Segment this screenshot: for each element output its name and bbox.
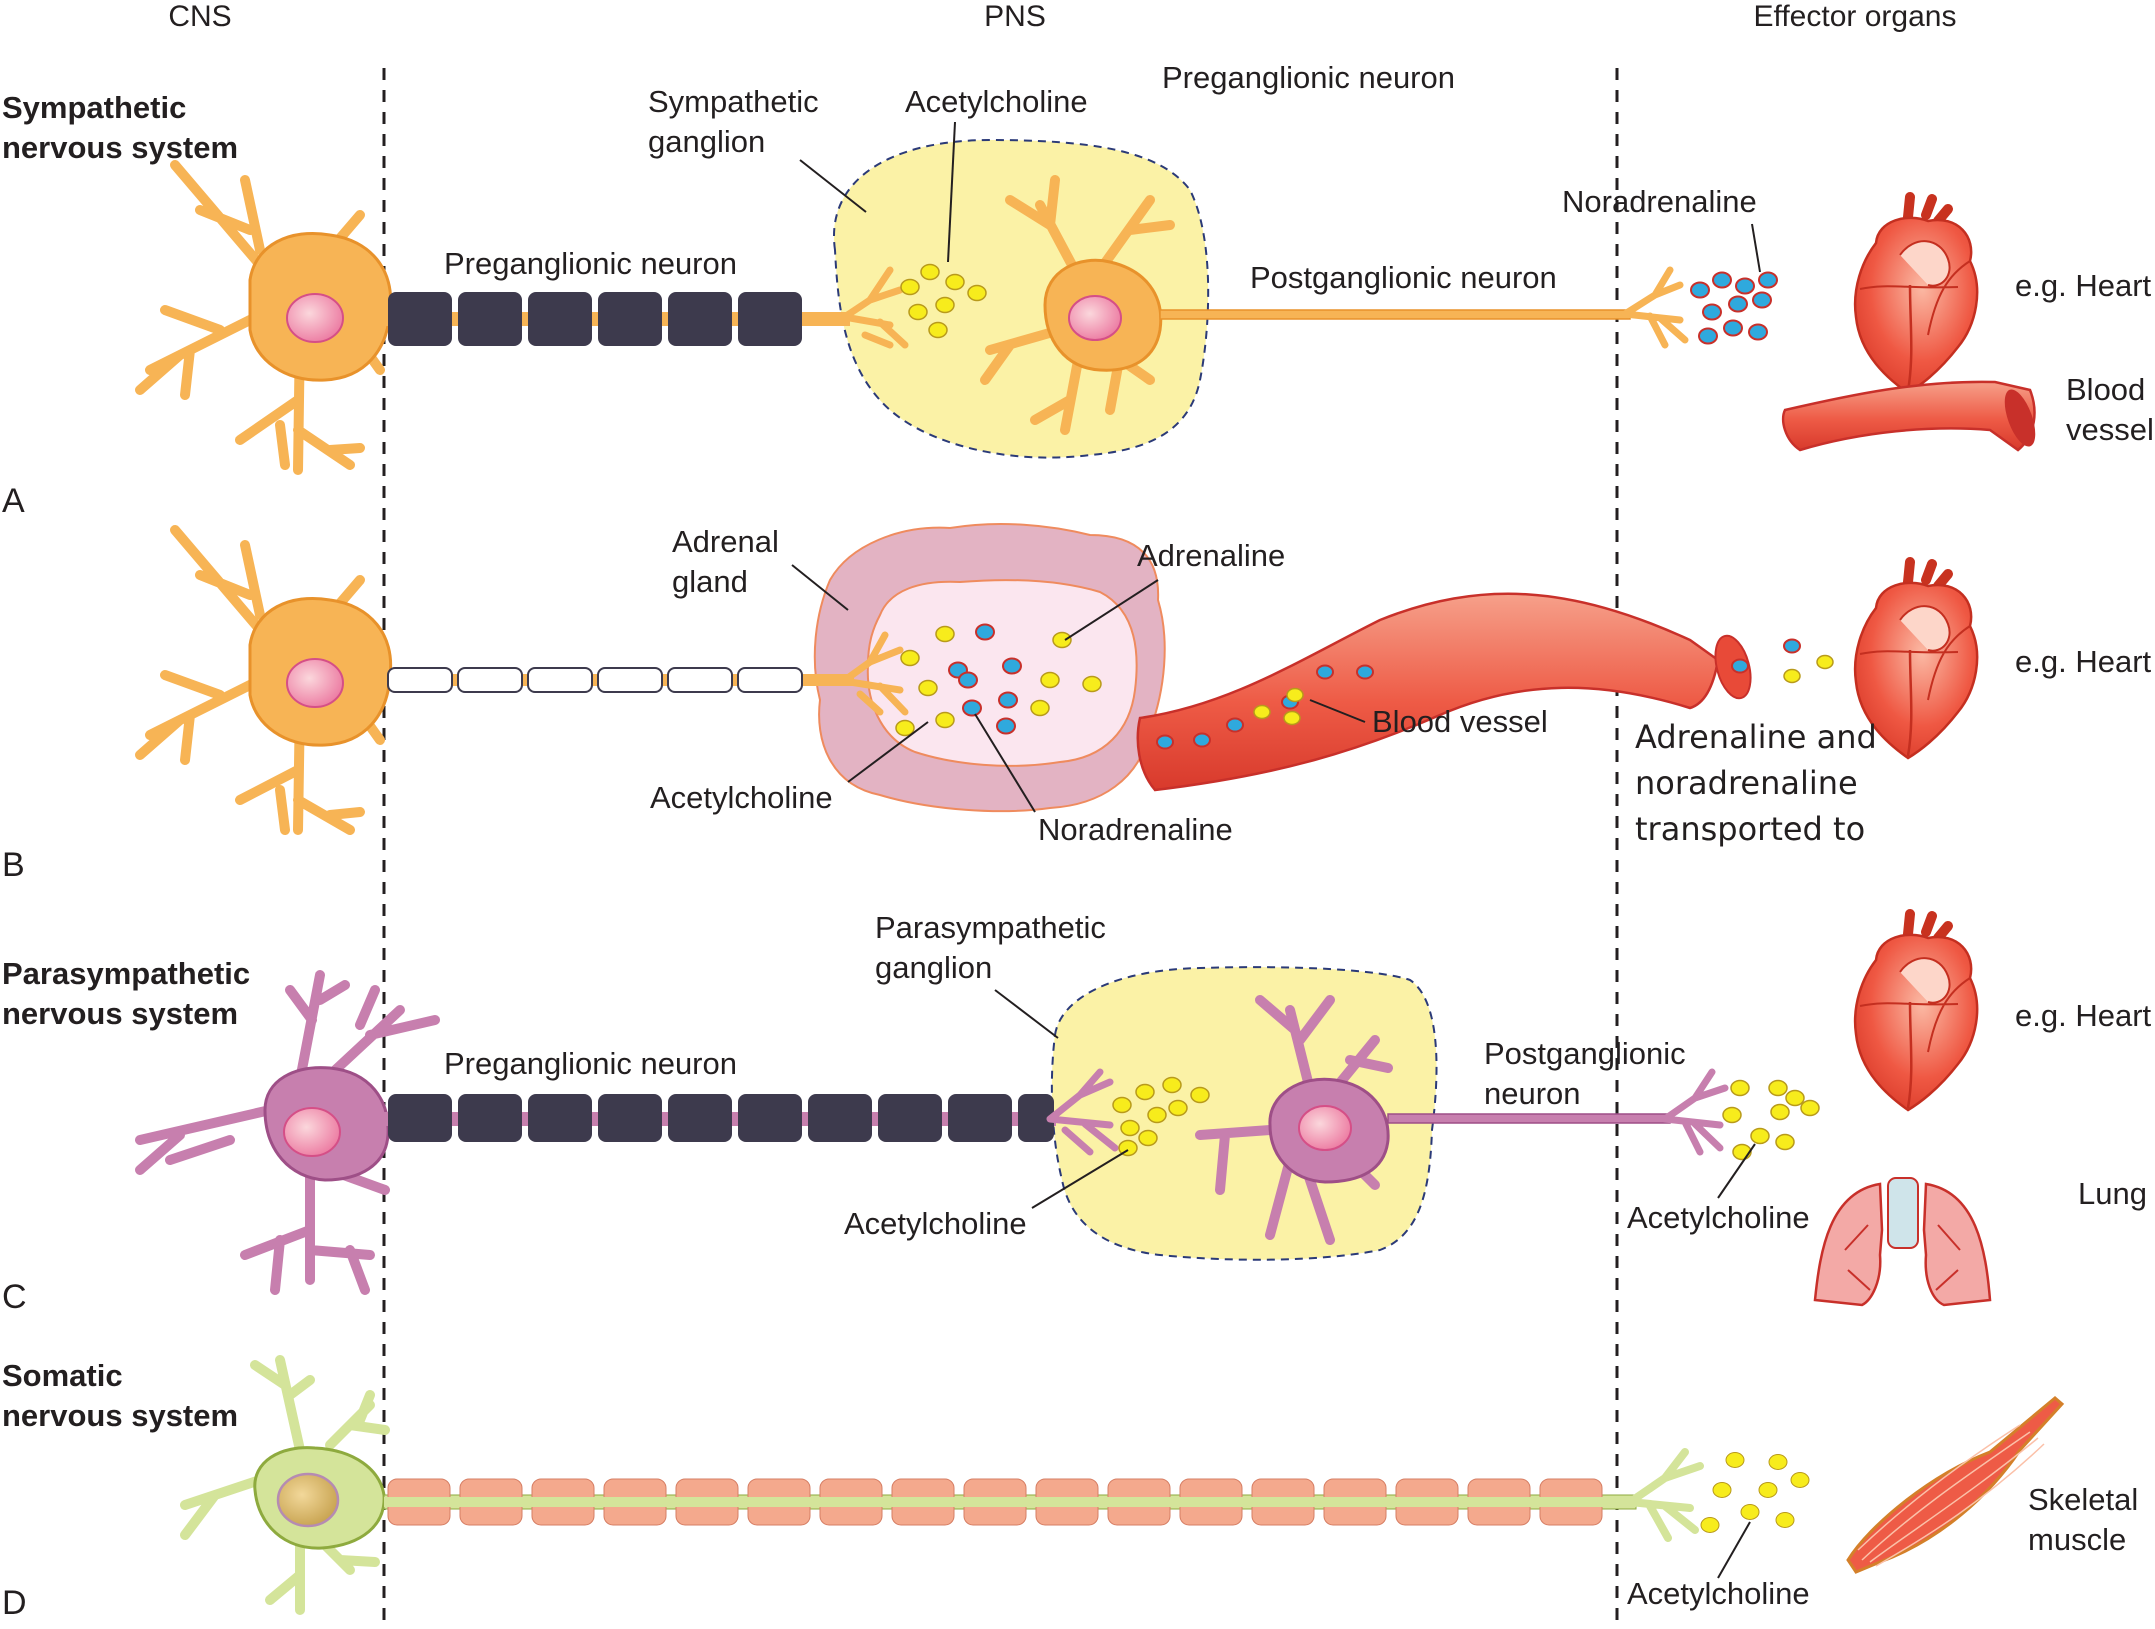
noradrenaline-in-vessel	[1156, 638, 1801, 750]
label-adrenal-gland-2: gland	[672, 564, 748, 599]
label-preganglionic-axon: Preganglionic neuron	[444, 246, 737, 281]
label-blood-vessel-a-1: Blood	[2066, 372, 2145, 407]
label-acetylcholine-d: Acetylcholine	[1627, 1576, 1810, 1611]
label-acetylcholine-a: Acetylcholine	[905, 84, 1088, 119]
sympathetic-ganglion-neuron	[980, 175, 1175, 435]
label-adrenal-gland-1: Adrenal	[672, 524, 779, 559]
label-postganglionic-c-2: neuron	[1484, 1076, 1581, 1111]
label-preganglionic-c: Preganglionic neuron	[444, 1046, 737, 1081]
myelin-sheath-dark	[388, 292, 802, 346]
acetylcholine-vesicles-c	[1112, 1076, 1820, 1161]
label-heart-c: e.g. Heart	[2015, 998, 2152, 1033]
label-acetylcholine-b: Acetylcholine	[650, 780, 833, 815]
label-heart-a: e.g. Heart	[2015, 268, 2152, 303]
myelin-sheath-white	[387, 667, 803, 693]
label-adrenaline: Adrenaline	[1137, 538, 1285, 573]
header-effector-organs: Effector organs	[1754, 0, 1957, 33]
noradrenaline-vesicles	[1690, 271, 1778, 345]
title-sympathetic-line1: Sympathetic	[2, 90, 186, 125]
blood-vessel-icon	[1781, 380, 2036, 452]
label-skeletal-muscle-1: Skeletal	[2028, 1482, 2138, 1517]
header-cns: CNS	[168, 0, 231, 33]
label-noradrenaline-a: Noradrenaline	[1562, 184, 1757, 219]
adrenal-path-cns-neuron	[135, 525, 393, 835]
lung-icon	[1813, 1177, 1992, 1307]
title-somatic-line1: Somatic	[2, 1358, 123, 1393]
label-transport-3: transported to	[1635, 810, 1865, 848]
acetylcholine-vesicles-d	[1700, 1452, 1810, 1533]
panel-b-adrenal: Adrenal gland Adrenaline Acetylcholine N…	[135, 523, 2152, 848]
title-sympathetic-line2: nervous system	[2, 130, 238, 165]
panel-letter-d: D	[2, 1584, 27, 1622]
noradrenaline-vesicles-b	[948, 623, 1022, 735]
myelin-sheath-dark-c	[388, 1094, 1054, 1142]
label-heart-b: e.g. Heart	[2015, 644, 2152, 679]
heart-icon-c	[1855, 914, 1977, 1110]
label-transport-2: noradrenaline	[1635, 764, 1858, 802]
label-blood-vessel-b: Blood vessel	[1372, 704, 1548, 739]
header-pns: PNS	[984, 0, 1046, 33]
label-blood-vessel-a-2: vessel	[2066, 412, 2154, 447]
parasympathetic-ganglion-neuron	[1195, 995, 1393, 1245]
title-somatic-line2: nervous system	[2, 1398, 238, 1433]
label-parasympathetic-ganglion-1: Parasympathetic	[875, 910, 1106, 945]
heart-icon	[1855, 197, 1977, 393]
panel-letter-a: A	[2, 482, 25, 520]
panel-a-sympathetic: Preganglionic neuron Preganglionic neuro…	[135, 60, 2154, 475]
skeletal-muscle-icon	[1846, 1396, 2065, 1574]
label-postganglionic-a: Postganglionic neuron	[1250, 260, 1557, 295]
label-acetylcholine-c-ganglion: Acetylcholine	[844, 1206, 1027, 1241]
label-postganglionic-c-1: Postganglionic	[1484, 1036, 1686, 1071]
label-parasympathetic-ganglion-2: ganglion	[875, 950, 992, 985]
parasympathetic-cns-neuron	[135, 970, 440, 1295]
panel-d-somatic: Acetylcholine Skeletal muscle	[180, 1355, 2138, 1615]
label-preganglionic-top: Preganglionic neuron	[1162, 60, 1455, 95]
label-sympathetic-ganglion-1: Sympathetic	[648, 84, 819, 119]
label-sympathetic-ganglion-2: ganglion	[648, 124, 765, 159]
label-skeletal-muscle-2: muscle	[2028, 1522, 2126, 1557]
sympathetic-cns-neuron	[135, 160, 393, 475]
blood-vessel-large	[1136, 592, 1752, 792]
title-parasympathetic-line1: Parasympathetic	[2, 956, 250, 991]
panel-letter-c: C	[2, 1278, 27, 1316]
label-acetylcholine-c-effector: Acetylcholine	[1627, 1200, 1810, 1235]
postganglionic-axon	[1159, 309, 1631, 320]
acetylcholine-vesicles-b	[895, 625, 1102, 737]
label-noradrenaline-b: Noradrenaline	[1038, 812, 1233, 847]
nucleus	[286, 293, 344, 343]
acetylcholine-vesicles	[900, 263, 987, 339]
panel-letter-b: B	[2, 846, 25, 884]
title-parasympathetic-line2: nervous system	[2, 996, 238, 1031]
adrenaline-in-vessel	[1253, 654, 1834, 726]
label-lung: Lung	[2078, 1176, 2147, 1211]
parasympathetic-ganglion	[1050, 966, 1438, 1261]
panel-c-parasympathetic: Parasympathetic ganglion Preganglionic n…	[135, 910, 2152, 1307]
label-transport-1: Adrenaline and	[1635, 718, 1877, 756]
